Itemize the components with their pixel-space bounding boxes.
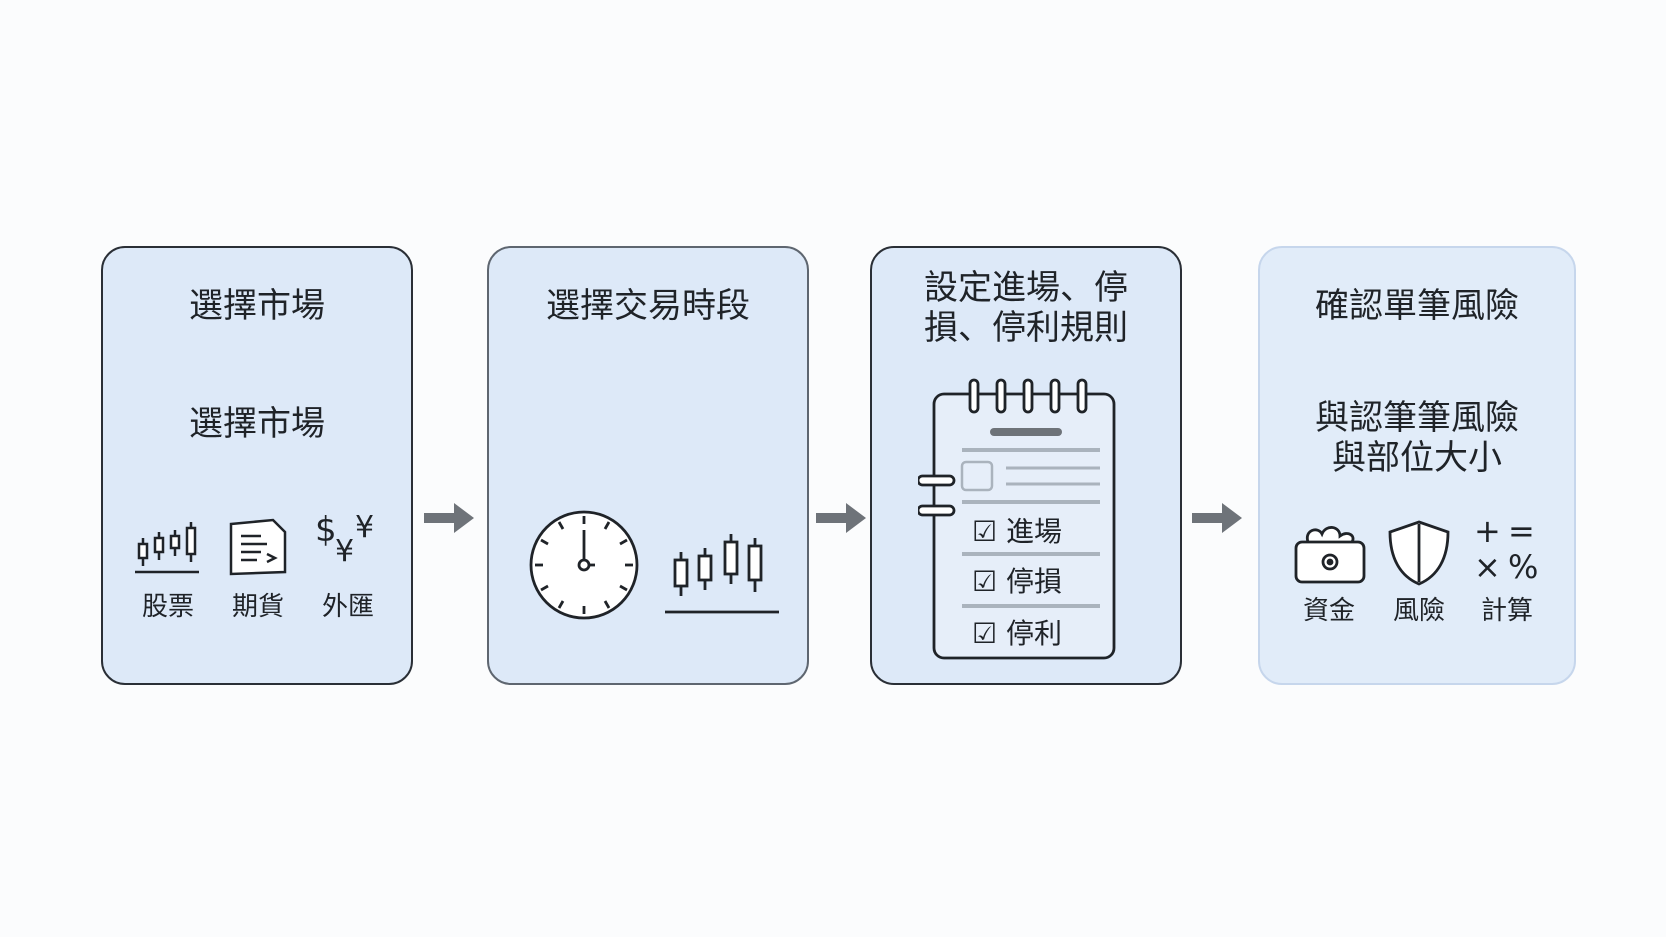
notepad-checklist-icon <box>918 378 1116 660</box>
arrow-right-icon <box>424 503 474 533</box>
check-circle-icon: ☑ <box>972 515 998 548</box>
step-card-confirm-risk: 確認單筆風險 與認筆筆風險 與部位大小 + = × % 資金 風險 計算 <box>1258 246 1576 685</box>
checklist-item: ☑ 進場 <box>972 516 1062 548</box>
step-title: 選擇市場 <box>189 286 325 326</box>
candlestick-chart-icon <box>665 534 779 614</box>
currency-exchange-icon: $ ¥ ¥ <box>315 510 375 569</box>
step-card-set-rules: 設定進場、停 損、停利規則 ☑ 進場 ☑ 停損 ☑ 停利 <box>870 246 1182 685</box>
market-label-futures: 期貨 <box>231 592 284 622</box>
candlestick-chart-icon <box>135 522 199 574</box>
check-circle-icon: ☑ <box>972 565 998 598</box>
step-title-line1: 設定進場、停 <box>924 268 1128 308</box>
step-title: 選擇交易時段 <box>546 286 750 326</box>
wallet-money-icon <box>1294 526 1366 584</box>
step-title-line2: 損、停利規則 <box>924 308 1128 348</box>
risk-label-risk: 風險 <box>1392 596 1445 626</box>
step-subtitle: 選擇市場 <box>189 404 325 444</box>
step-card-select-market: 選擇市場 選擇市場 $ ¥ ¥ 股票 期貨 外匯 <box>101 246 413 685</box>
checklist-item: ☑ 停損 <box>972 566 1062 598</box>
risk-label-calculation: 計算 <box>1480 596 1533 626</box>
checklist-label-take-profit: 停利 <box>1006 617 1063 650</box>
shield-icon <box>1388 520 1450 586</box>
step-subtitle-line1: 與認筆筆風險 <box>1315 398 1519 438</box>
risk-label-capital: 資金 <box>1302 596 1355 626</box>
arrow-right-icon <box>816 503 866 533</box>
checklist-item: ☑ 停利 <box>972 618 1062 650</box>
arrow-right-icon <box>1192 503 1242 533</box>
step-subtitle-line2: 與部位大小 <box>1332 438 1502 478</box>
market-label-stocks: 股票 <box>141 592 194 622</box>
checklist-label-entry: 進場 <box>1006 515 1063 548</box>
step-title: 確認單筆風險 <box>1315 286 1519 326</box>
contract-document-icon <box>229 518 287 576</box>
calculator-symbols-icon: + = × % <box>1474 512 1539 586</box>
clock-icon <box>529 510 639 620</box>
step-card-select-session: 選擇交易時段 <box>487 246 809 685</box>
market-label-forex: 外匯 <box>321 592 374 622</box>
checklist-label-stop-loss: 停損 <box>1006 565 1063 598</box>
check-circle-icon: ☑ <box>972 617 998 650</box>
